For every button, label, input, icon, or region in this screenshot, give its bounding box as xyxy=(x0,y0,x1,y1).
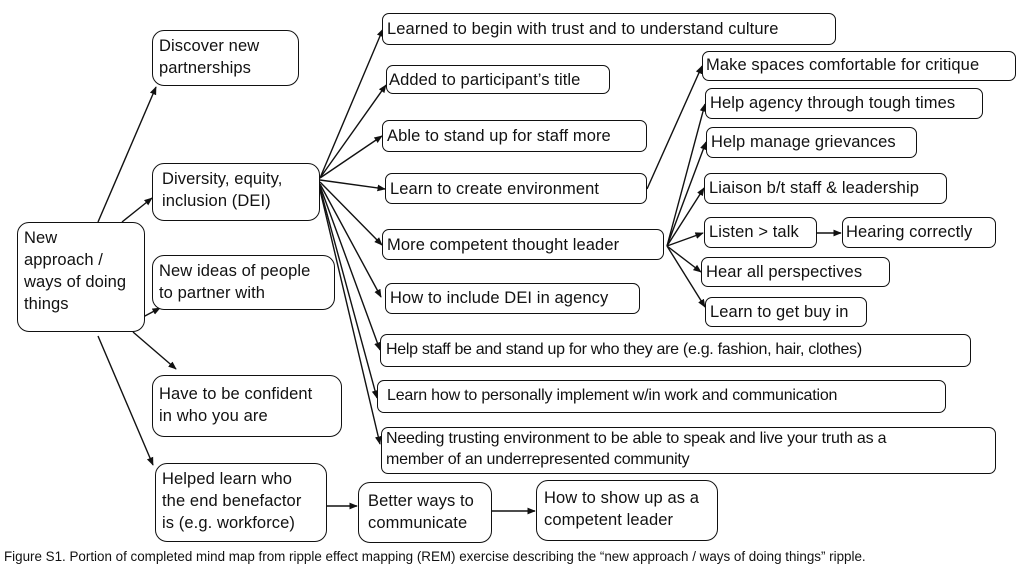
node-stand-up: Able to stand up for staff more xyxy=(382,120,647,152)
node-benefactor: Helped learn who the end benefactor is (… xyxy=(155,463,327,542)
edge-thought-to-listen xyxy=(666,232,704,247)
edge-thought-to-liaison xyxy=(666,187,705,247)
node-needing: Needing trusting environment to be able … xyxy=(381,427,996,474)
edge-dei-to-environment xyxy=(319,179,386,192)
root-node: New approach / ways of doing things xyxy=(17,222,145,332)
node-better-ways: Better ways to communicate xyxy=(358,482,492,543)
figure-caption: Figure S1. Portion of completed mind map… xyxy=(4,549,866,564)
edge-root-to-newideas xyxy=(142,307,161,318)
edge-thought-to-tough xyxy=(666,103,707,247)
node-environment: Learn to create environment xyxy=(385,173,647,204)
node-perspectives: Hear all perspectives xyxy=(701,257,890,287)
edge-dei-to-standup xyxy=(319,135,383,179)
edge-dei-to-implement xyxy=(319,187,379,399)
edge-dei-to-includedei xyxy=(319,183,382,298)
node-listen: Listen > talk xyxy=(704,217,817,248)
node-discover: Discover new partnerships xyxy=(152,30,299,86)
edge-dei-to-needing xyxy=(319,189,382,445)
node-critique: Make spaces comfortable for critique xyxy=(702,51,1016,81)
node-include-dei: How to include DEI in agency xyxy=(385,283,640,314)
node-buy-in: Learn to get buy in xyxy=(705,297,867,327)
edge-thought-to-perspectives xyxy=(666,245,702,273)
edge-environment-to-critique xyxy=(646,65,703,190)
edge-root-to-discover xyxy=(97,86,157,223)
edge-root-to-confident xyxy=(132,331,177,370)
edge-dei-to-trust xyxy=(319,28,384,179)
node-help-staff: Help staff be and stand up for who they … xyxy=(380,334,971,367)
node-liaison: Liaison b/t staff & leadership xyxy=(704,173,947,204)
node-implement: Learn how to personally implement w/in w… xyxy=(377,380,946,413)
edge-dei-to-helpstaff xyxy=(319,185,381,351)
node-title: Added to participant’s title xyxy=(386,65,610,94)
edge-dei-to-title xyxy=(319,84,387,179)
node-hearing: Hearing correctly xyxy=(842,217,996,248)
node-dei: Diversity, equity, inclusion (DEI) xyxy=(152,163,320,221)
node-grievances: Help manage grievances xyxy=(706,127,917,158)
node-trust: Learned to begin with trust and to under… xyxy=(382,13,836,45)
edge-thought-to-grievances xyxy=(666,141,707,247)
edge-root-to-dei xyxy=(121,197,153,223)
node-new-ideas: New ideas of people to partner with xyxy=(152,255,335,310)
node-show-up: How to show up as a competent leader xyxy=(536,480,718,541)
edge-dei-to-thought xyxy=(319,181,383,246)
edge-thought-to-buyin xyxy=(666,245,706,308)
edge-root-to-benefactor xyxy=(97,335,154,466)
node-tough-times: Help agency through tough times xyxy=(705,88,983,119)
node-confident: Have to be confident in who you are xyxy=(152,375,342,437)
node-thought-leader: More competent thought leader xyxy=(382,229,664,260)
